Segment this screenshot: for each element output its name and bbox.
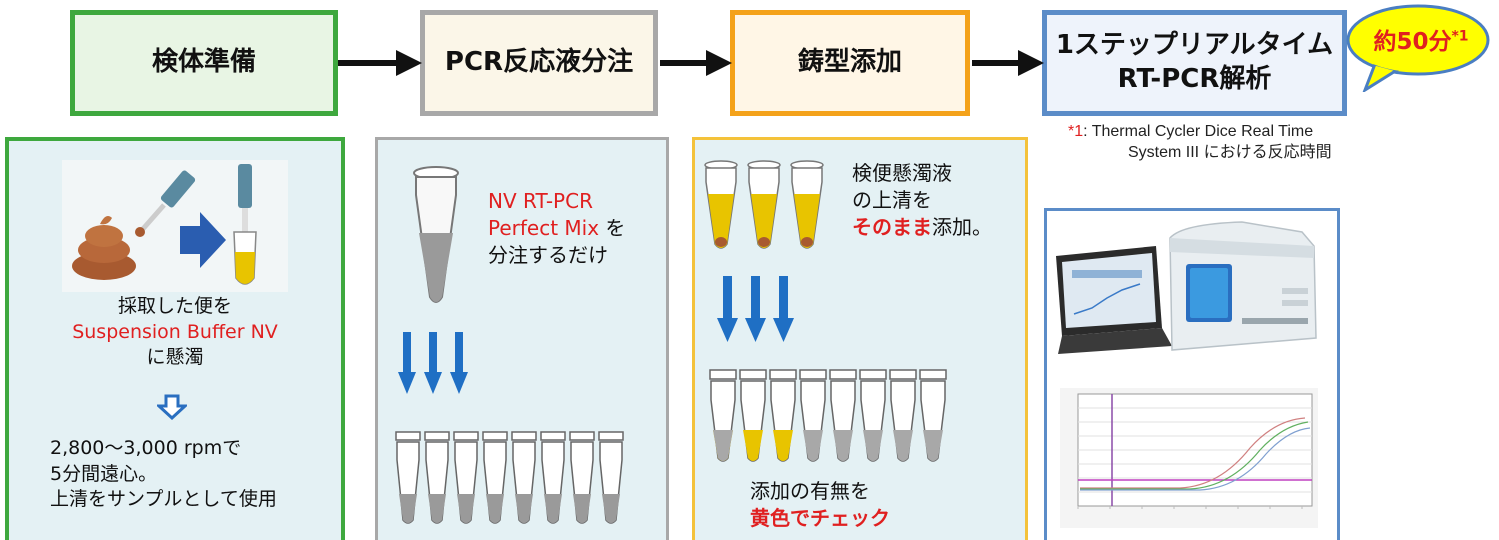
- panel1-caption: 採取した便を Suspension Buffer NV に懸濁: [25, 294, 325, 371]
- panel2-reagent-suffix: を: [599, 216, 626, 240]
- cycler-icon: [1169, 221, 1317, 351]
- step-rt-pcr-analysis: 1ステップリアルタイム RT-PCR解析: [1042, 10, 1347, 116]
- step-pcr-dispense-label: PCR反応液分注: [444, 47, 634, 78]
- thermal-cycler-instrument: [1056, 221, 1317, 354]
- panel1-steps-line2: 5分間遠心。: [50, 462, 158, 485]
- down-arrow-outline-icon: [157, 394, 187, 420]
- step-specimen-prep: 検体準備: [70, 10, 338, 116]
- time-badge-text: 約50分: [1373, 29, 1452, 55]
- panel2-reagent-line2: Perfect Mix を: [488, 215, 625, 242]
- process-arrow-icon: [180, 212, 226, 268]
- panel3-check-line1: 添加の有無を: [750, 479, 870, 503]
- time-badge: 約50分*1: [1356, 22, 1486, 56]
- time-badge-bubble: [1346, 4, 1490, 92]
- panel3-check: 添加の有無を 黄色でチェック: [750, 478, 890, 532]
- amplification-plot: [1060, 388, 1318, 528]
- step-rt-pcr-line1: 1ステップリアルタイム: [1055, 30, 1334, 61]
- laptop-icon: [1056, 246, 1172, 354]
- time-badge-sup: *1: [1451, 28, 1469, 45]
- flow-arrow-2: [660, 50, 732, 76]
- panel1-caption-buffer: Suspension Buffer NV: [72, 320, 278, 343]
- panel3-line1: 検便懸濁液: [852, 161, 952, 185]
- panel2-reagent-line3: 分注するだけ: [488, 243, 608, 267]
- footnote-line1: *1: Thermal Cycler Dice Real Time: [1068, 122, 1332, 143]
- panel1-caption-line1: 採取した便を: [117, 295, 232, 317]
- panel1-steps-line3: 上清をサンプルとして使用: [50, 488, 277, 511]
- panel3-line3: そのまま添加。: [852, 214, 992, 241]
- footnote-mark: *1: [1068, 123, 1084, 140]
- dispense-arrows-icon: [398, 332, 468, 394]
- panel3-check-line2: 黄色でチェック: [750, 506, 890, 530]
- footnote: *1: Thermal Cycler Dice Real Time System…: [1068, 122, 1332, 164]
- dropper-icon: [135, 170, 196, 237]
- panel3-line3-suffix: 添加。: [932, 215, 992, 239]
- stool-icon: [72, 216, 136, 280]
- panel2-reagent: NV RT-PCR Perfect Mix を 分注するだけ: [488, 188, 625, 269]
- panel1-steps: 2,800～3,000 rpmで 5分間遠心。 上清をサンプルとして使用: [50, 436, 340, 513]
- panel2-reagent-name: Perfect Mix: [488, 216, 600, 240]
- sample-tubes-yellow: [704, 160, 824, 249]
- step-specimen-prep-label: 検体準備: [151, 47, 256, 78]
- footnote-text1: : Thermal Cycler Dice Real Time: [1083, 123, 1314, 140]
- flow-arrow-3: [972, 50, 1044, 76]
- reagent-tube-icon: [413, 166, 459, 303]
- pcr-strip-tubes-gray: [395, 431, 624, 524]
- specimen-illustration: [72, 164, 257, 285]
- step-pcr-dispense: PCR反応液分注: [420, 10, 658, 116]
- panel3-line2: の上清を: [852, 188, 932, 212]
- step-template-add: 鋳型添加: [730, 10, 970, 116]
- panel2-reagent-line1: NV RT-PCR: [488, 189, 593, 213]
- panel-template-add: [692, 137, 1028, 540]
- panel3-directly: そのまま: [852, 215, 932, 239]
- footnote-line2: System III における反応時間: [1128, 143, 1332, 161]
- panel1-steps-line1: 2,800～3,000 rpmで: [50, 437, 242, 459]
- tube-swab-icon: [233, 164, 257, 285]
- template-arrows-icon: [717, 276, 794, 342]
- flow-arrow-1: [338, 50, 422, 76]
- pcr-strip-tubes-checked: [709, 369, 947, 462]
- panel1-caption-line3: に懸濁: [146, 346, 204, 369]
- step-template-add-label: 鋳型添加: [797, 47, 902, 78]
- step-rt-pcr-line2: RT-PCR解析: [1117, 64, 1272, 94]
- panel3-text: 検便懸濁液 の上清を そのまま添加。: [852, 160, 992, 241]
